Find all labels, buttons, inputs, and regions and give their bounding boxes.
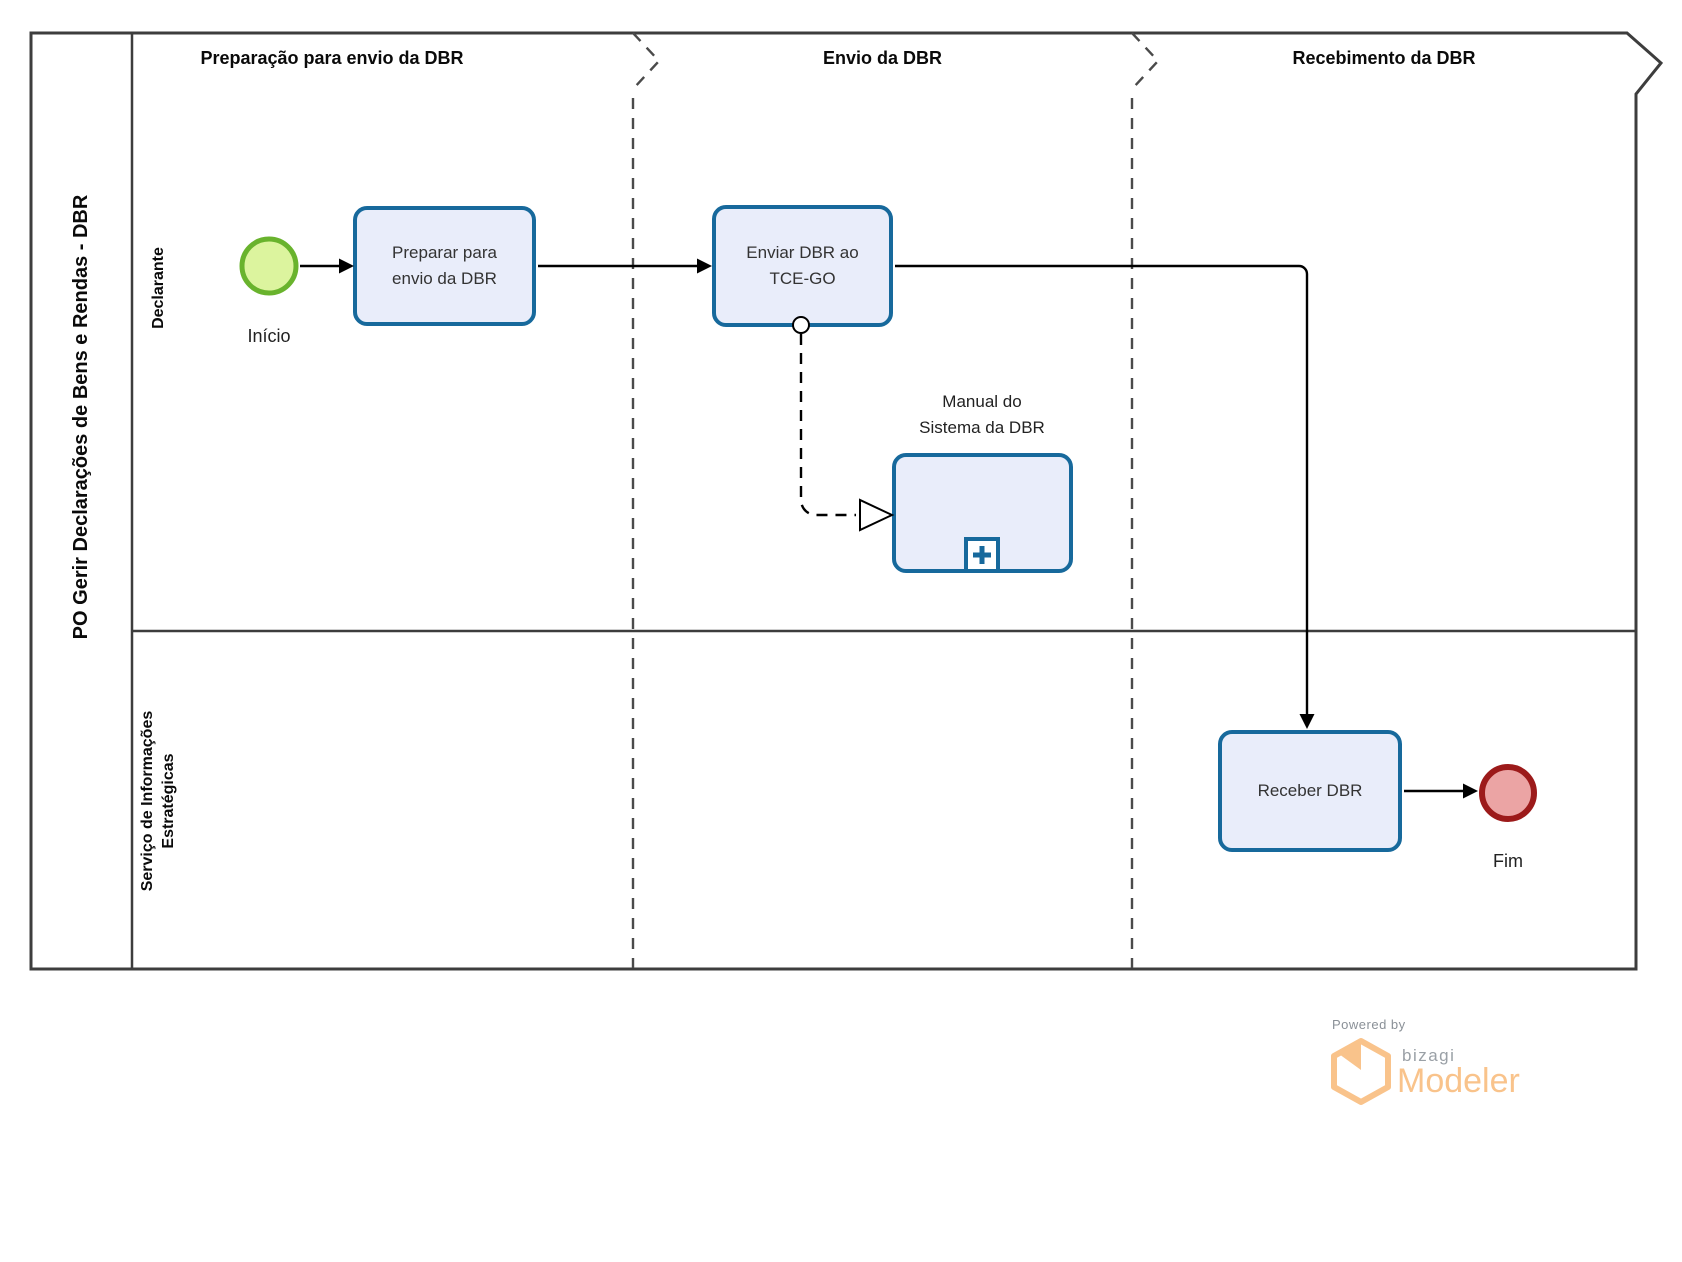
task-receber-dbr[interactable]: Receber DBR [1218, 730, 1402, 852]
phase-header-recebimento: Recebimento da DBR [1292, 48, 1476, 68]
bizagi-hexagon-icon [1331, 1038, 1391, 1105]
end-event-label: Fim [1493, 851, 1523, 871]
pool-title: PO Gerir Declarações de Bens e Rendas - … [70, 194, 92, 640]
start-event[interactable] [239, 236, 299, 296]
arrowhead-icon [697, 258, 712, 274]
end-event[interactable] [1479, 764, 1537, 822]
bizagi-brand-label: bizagi [1402, 1046, 1456, 1065]
subprocess-label: Manual do Sistema da DBR [919, 392, 1045, 437]
sequence-flow-preparar-to-enviar [538, 258, 712, 274]
phase-header-preparacao: Preparação para envio da DBR [200, 48, 464, 68]
powered-by-label: Powered by [1332, 1017, 1406, 1032]
task-label: Receber DBR [1257, 781, 1363, 800]
sequence-flow-start-to-preparar [300, 258, 354, 274]
task-label: Enviar DBR ao TCE-GO [746, 243, 859, 288]
start-event-label: Início [247, 326, 291, 346]
arrowhead-icon [1463, 783, 1478, 799]
modeler-product-label: Modeler [1397, 1062, 1520, 1100]
lane-label-declarante: Declarante [150, 247, 167, 329]
sequence-flow-receber-to-end [1404, 783, 1478, 799]
task-preparar-envio-dbr[interactable]: Preparar para envio da DBR [353, 206, 536, 326]
phase-divider-2 [1130, 32, 1160, 968]
arrowhead-icon [339, 258, 354, 274]
subprocess-plus-icon[interactable] [964, 537, 1000, 573]
association-open-arrow-icon [859, 498, 895, 532]
association-flow-enviar-to-manual [792, 316, 895, 532]
phase-divider-1 [631, 32, 661, 968]
task-enviar-dbr-tcego[interactable]: Enviar DBR ao TCE-GO [712, 205, 893, 327]
task-label: Preparar para envio da DBR [392, 243, 497, 288]
lane-label-servico-informacoes: Serviço de Informações Estratégicas [139, 710, 177, 892]
arrowhead-icon [1299, 714, 1315, 729]
phase-header-envio: Envio da DBR [822, 48, 942, 68]
pool-border [29, 31, 1664, 971]
